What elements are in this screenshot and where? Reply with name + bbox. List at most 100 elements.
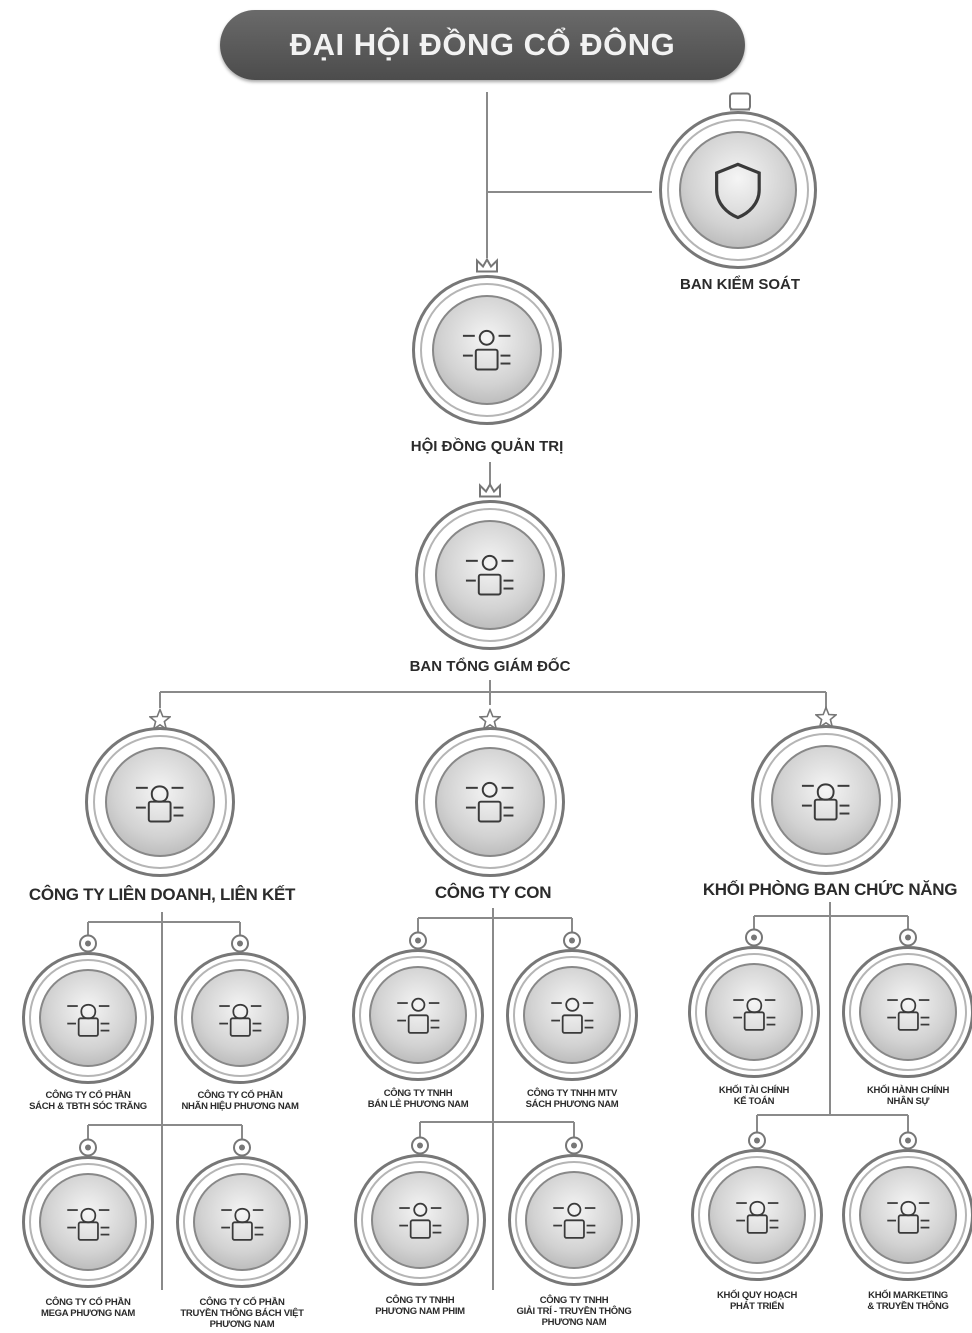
person-icon <box>466 555 514 596</box>
leaf-label-line1: CÔNG TY CỔ PHẦN <box>197 1090 283 1101</box>
leaf-label-line1: KHỐI QUY HOẠCH <box>716 1290 798 1301</box>
dot-icon <box>410 1136 430 1161</box>
leaf-node[interactable] <box>506 949 638 1081</box>
leaf-node[interactable] <box>842 946 972 1078</box>
leaf-label-line2: BÁN LẺ PHƯƠNG NAM <box>367 1099 469 1110</box>
dot-icon <box>744 928 764 953</box>
leaf-label-line2: TRUYỀN THÔNG BÁCH VIỆT <box>180 1308 304 1319</box>
leaf-label-line3: PHƯƠNG NAM <box>541 1317 607 1328</box>
leaf-label-line1: KHỐI MARKETING <box>868 1290 948 1301</box>
title-banner: ĐẠI HỘI ĐỒNG CỔ ĐÔNG <box>220 10 745 80</box>
node-hoi-dong-quan-tri[interactable] <box>412 275 562 425</box>
label-ban-kiem-soat: BAN KIỂM SOÁT <box>680 276 800 293</box>
crown-icon <box>478 482 502 504</box>
leaf-label-line1: CÔNG TY TNHH <box>383 1088 453 1099</box>
person-icon <box>466 782 514 823</box>
page-title: ĐẠI HỘI ĐỒNG CỔ ĐÔNG <box>289 27 676 62</box>
leaf-label-line1: CÔNG TY CỔ PHẦN <box>199 1297 285 1308</box>
label-ban-tong-giam-doc: BAN TỔNG GIÁM ĐỐC <box>409 658 571 675</box>
crown-icon <box>475 257 499 279</box>
leaf-node[interactable] <box>508 1154 640 1286</box>
person-icon <box>398 1202 442 1239</box>
leaf-label-line2: KẾ TOÁN <box>733 1096 775 1107</box>
leaf-node[interactable] <box>688 946 820 1078</box>
dot-icon <box>408 931 428 956</box>
leaf-label-line1: KHỐI HÀNH CHÍNH <box>866 1085 950 1096</box>
star-icon <box>477 707 503 736</box>
dot-icon <box>747 1131 767 1156</box>
leaf-label: KHỐI MARKETING& TRUYỀN THÔNG <box>867 1290 949 1312</box>
leaf-node[interactable] <box>22 952 154 1084</box>
leaf-label-line1: KHỐI TÀI CHÍNH <box>718 1085 790 1096</box>
person-icon <box>886 997 930 1031</box>
star-icon <box>813 705 839 734</box>
leaf-label-line1: CÔNG TY CỔ PHẦN <box>45 1090 131 1101</box>
person-icon <box>732 997 776 1031</box>
leaf-label-line2: & TRUYỀN THÔNG <box>867 1301 949 1312</box>
label-cong-ty-lien-doanh: CÔNG TY LIÊN DOANH, LIÊN KẾT <box>28 885 296 904</box>
label-hoi-dong-quan-tri: HỘI ĐỒNG QUẢN TRỊ <box>410 438 564 455</box>
leaf-label-line2: NHÂN SỰ <box>886 1096 930 1107</box>
dot-icon <box>230 934 250 959</box>
person-icon <box>735 1200 779 1234</box>
dot-icon <box>898 1131 918 1156</box>
label-cong-ty-con: CÔNG TY CON <box>434 883 552 902</box>
person-icon <box>218 1003 262 1037</box>
label-khoi-phong-ban: KHỐI PHÒNG BAN CHỨC NĂNG <box>702 880 958 899</box>
leaf-label-line2: GIẢI TRÍ - TRUYỀN THÔNG <box>516 1306 632 1317</box>
person-icon <box>886 1200 930 1234</box>
leaf-label-line1: CÔNG TY CỔ PHẦN <box>45 1297 131 1308</box>
leaf-node[interactable] <box>691 1149 823 1281</box>
node-khoi-phong-ban[interactable] <box>751 725 901 875</box>
person-icon <box>220 1207 264 1241</box>
node-cong-ty-lien-doanh[interactable] <box>85 727 235 877</box>
leaf-node[interactable] <box>22 1156 154 1288</box>
dot-icon <box>898 928 918 953</box>
person-icon <box>552 1202 596 1239</box>
leaf-label-line2: PHÁT TRIỂN <box>729 1301 785 1312</box>
lock-icon <box>727 92 753 119</box>
leaf-node[interactable] <box>354 1154 486 1286</box>
dot-icon <box>78 1138 98 1163</box>
node-ban-kiem-soat[interactable] <box>659 111 817 269</box>
shield-icon <box>715 162 761 220</box>
leaf-node[interactable] <box>842 1149 972 1281</box>
leaf-label-line2: SÁCH & TBTH SÓC TRĂNG <box>29 1101 147 1112</box>
leaf-label-line2: MEGA PHƯƠNG NAM <box>41 1308 135 1319</box>
leaf-node[interactable] <box>352 949 484 1081</box>
leaf-label-line3: PHƯƠNG NAM <box>209 1319 275 1330</box>
person-icon <box>802 783 850 821</box>
dot-icon <box>78 934 98 959</box>
dot-icon <box>232 1138 252 1163</box>
node-ban-tong-giam-doc[interactable] <box>415 500 565 650</box>
person-icon <box>396 997 440 1034</box>
star-icon <box>147 707 173 736</box>
leaf-label-line1: CÔNG TY TNHH <box>385 1295 455 1306</box>
leaf-node[interactable] <box>174 952 306 1084</box>
person-icon <box>66 1207 110 1241</box>
person-icon <box>463 330 511 371</box>
person-icon <box>66 1003 110 1037</box>
leaf-label-line2: PHƯƠNG NAM PHIM <box>375 1306 465 1317</box>
person-icon <box>136 785 184 823</box>
leaf-label-line1: CÔNG TY TNHH MTV <box>526 1088 618 1099</box>
leaf-label-line2: SÁCH PHƯƠNG NAM <box>525 1099 619 1110</box>
dot-icon <box>562 931 582 956</box>
leaf-label-line1: CÔNG TY TNHH <box>539 1295 609 1306</box>
leaf-label-line2: NHÃN HIỆU PHƯƠNG NAM <box>181 1101 299 1112</box>
node-cong-ty-con[interactable] <box>415 727 565 877</box>
leaf-node[interactable] <box>176 1156 308 1288</box>
person-icon <box>550 997 594 1034</box>
